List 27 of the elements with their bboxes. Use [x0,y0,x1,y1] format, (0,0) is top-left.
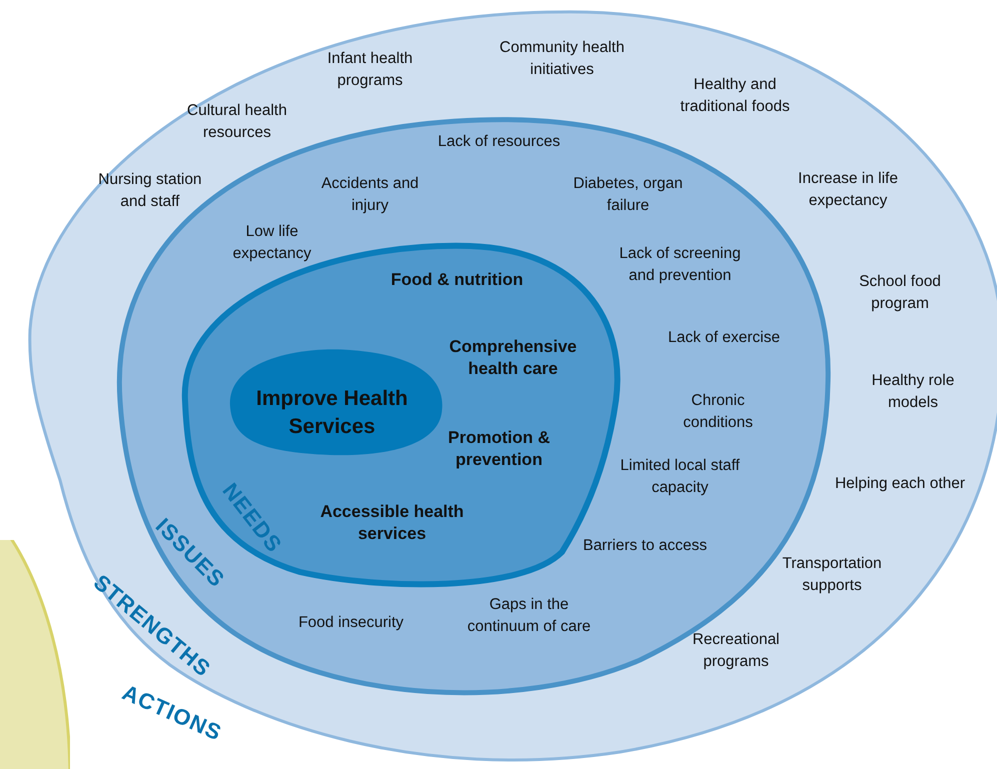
issue-item: Lack of resources [436,132,562,152]
strength-item: Recreational programs [691,630,781,672]
strength-item: Healthy and traditional foods [679,75,791,117]
issue-item: Lack of screening and prevention [618,244,742,286]
strength-item: Infant health programs [326,49,414,91]
strength-item: Community health initiatives [498,38,626,80]
issue-item: Gaps in the continuum of care [466,595,592,637]
strength-item: Healthy role models [870,371,956,413]
strength-item: School food program [858,272,942,314]
strength-item: Cultural health resources [186,101,288,143]
strength-item: Increase in life expectancy [797,169,899,211]
strength-item: Transportation supports [781,554,883,596]
need-item: Accessible health services [319,501,465,545]
issue-item: Low life expectancy [232,222,312,264]
issue-item: Accidents and injury [320,174,420,216]
issue-item: Barriers to access [582,536,708,556]
issue-item: Chronic conditions [682,391,754,433]
need-item: Comprehensive health care [448,336,578,380]
need-item: Food & nutrition [390,269,524,291]
strength-item: Nursing station and staff [97,170,203,212]
strength-item: Helping each other [834,474,966,494]
issue-item: Lack of exercise [667,328,781,348]
issue-item: Limited local staff capacity [619,456,741,498]
goal-text: Improve Health Services [255,386,409,440]
need-item: Promotion & prevention [447,427,551,471]
issue-item: Diabetes, organ failure [572,174,684,216]
issue-item: Food insecurity [297,613,405,633]
